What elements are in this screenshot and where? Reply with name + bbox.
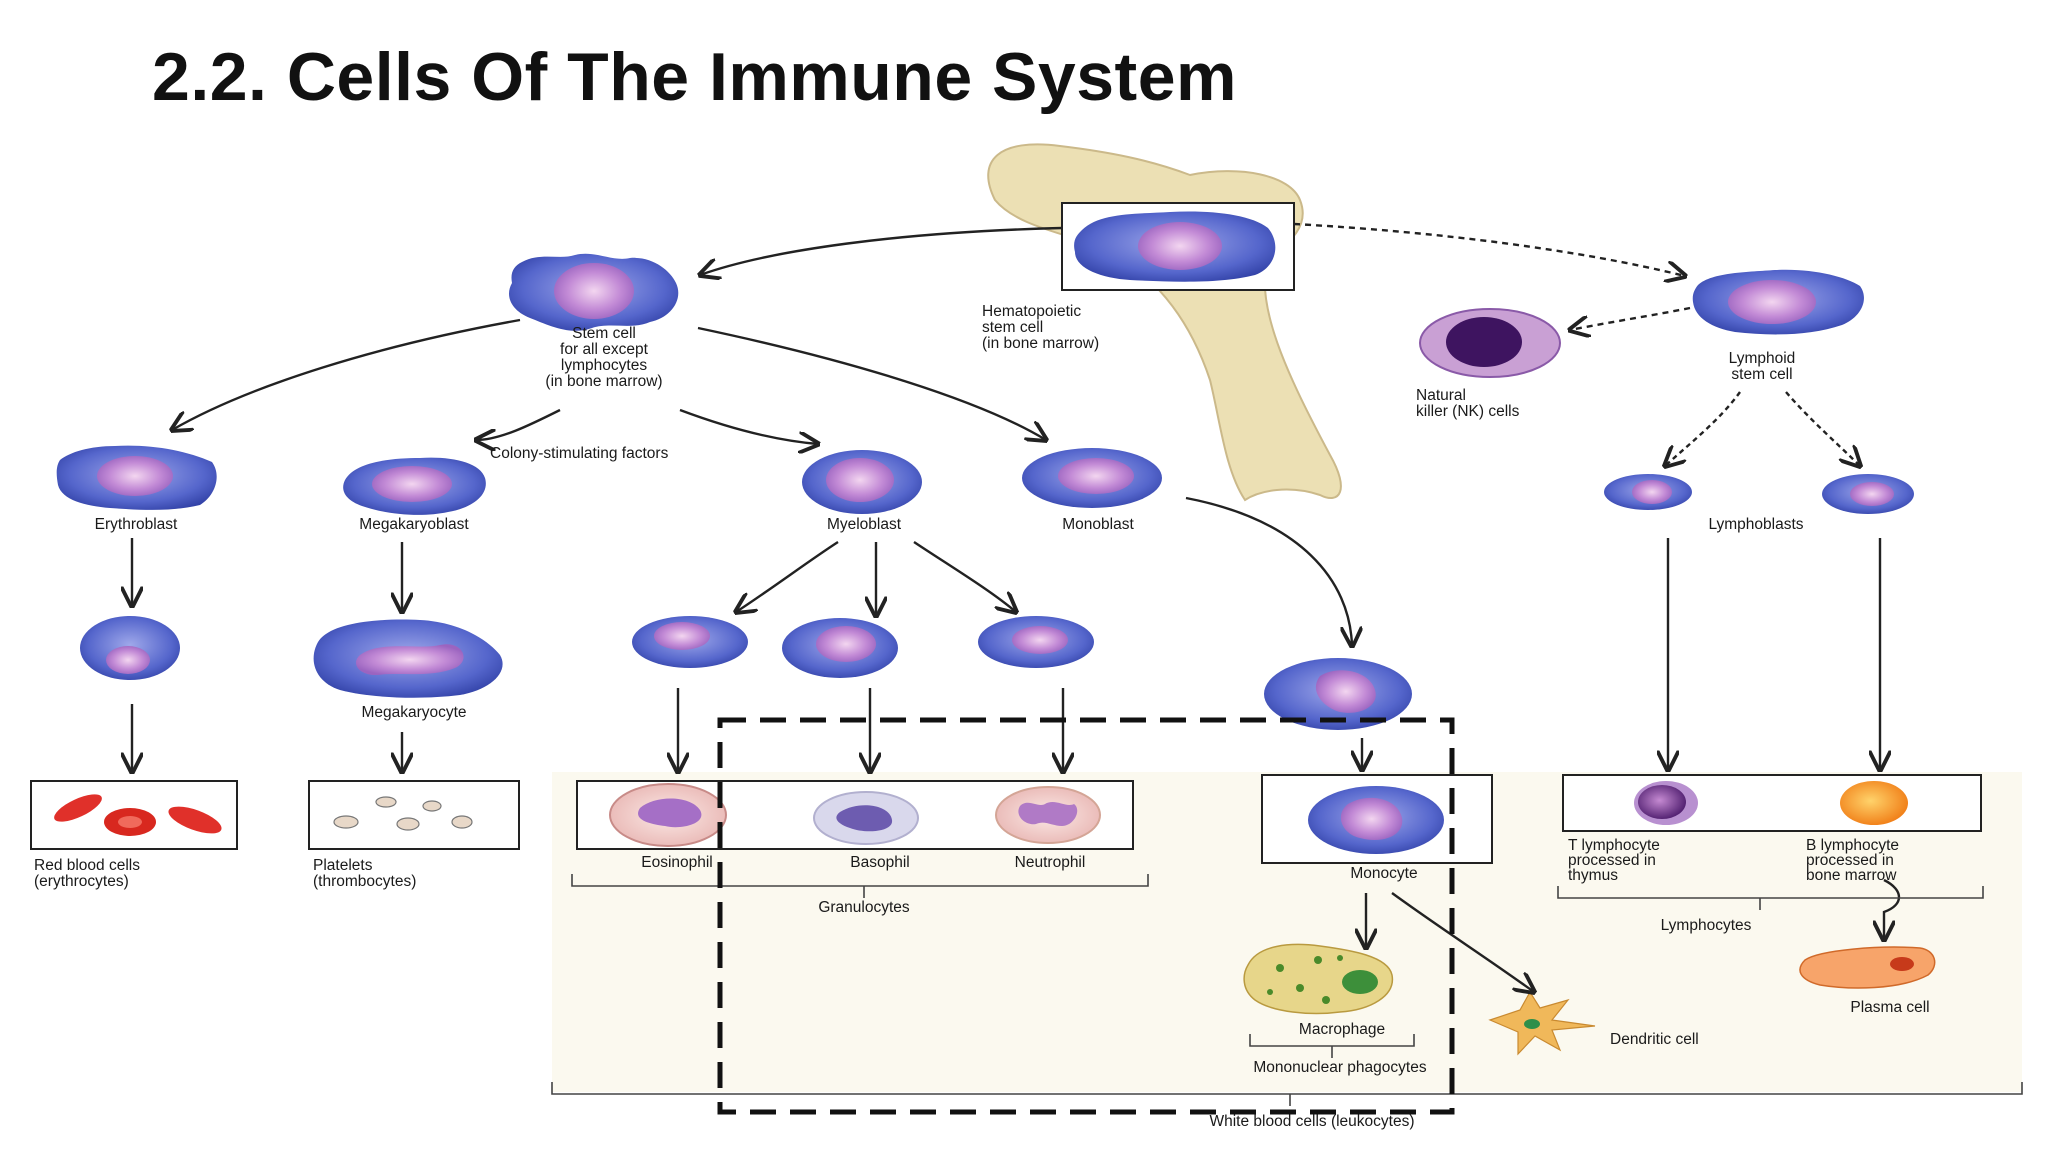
neutrophil-cell [995, 786, 1101, 844]
erythroblast-label: Erythroblast [95, 516, 178, 533]
myeloid-stem-cell [509, 253, 679, 331]
rbc-label: Red blood cells(erythrocytes) [34, 857, 140, 890]
monoblast-cell [1022, 448, 1162, 508]
lymphoblasts-label: Lymphoblasts [1708, 516, 1803, 533]
lymphoblast-left-cell [1604, 474, 1692, 510]
eosinophil-cell [609, 783, 727, 847]
eosinophil-precursor-cell [632, 616, 748, 668]
group-brackets [551, 874, 2023, 1106]
t-lymphocyte-cell [1634, 781, 1698, 825]
lymphocytes-label: Lymphocytes [1661, 917, 1752, 934]
promonocyte-cell [1264, 658, 1412, 730]
reticulocyte-cell [80, 616, 180, 680]
leukocytes-label: White blood cells (leukocytes) [1209, 1113, 1414, 1130]
basophil-label: Basophil [850, 854, 909, 871]
erythroblast-cell [56, 445, 217, 510]
monocyte-label: Monocyte [1350, 865, 1417, 882]
plasma-cell [1799, 946, 1936, 989]
platelets-box [308, 780, 520, 850]
nk-cell [1419, 308, 1561, 378]
megakaryocyte-label: Megakaryocyte [361, 704, 466, 721]
myeloblast-label: Myeloblast [827, 516, 902, 533]
macrophage-cell [1243, 943, 1394, 1015]
platelets-icon [333, 796, 473, 831]
monocyte-cell [1308, 786, 1444, 854]
basophil-precursor-cell [782, 618, 898, 678]
megakaryoblast-label: Megakaryoblast [359, 516, 469, 533]
monoblast-label: Monoblast [1062, 516, 1134, 533]
dendritic-cell-label: Dendritic cell [1610, 1031, 1699, 1048]
dashed-highlight-box [717, 717, 1455, 1115]
neutrophil-label: Neutrophil [1015, 854, 1086, 871]
myeloblast-cell [802, 450, 922, 514]
platelets-label: Platelets(thrombocytes) [313, 857, 416, 890]
b-lymphocyte-cell [1840, 781, 1908, 825]
granulocytes-label: Granulocytes [818, 899, 910, 916]
megakaryoblast-cell [343, 457, 486, 515]
eosinophil-label: Eosinophil [641, 854, 713, 871]
red-blood-cells-icon [54, 794, 222, 836]
lymphoblast-right-cell [1822, 474, 1914, 514]
macrophage-label: Macrophage [1299, 1021, 1385, 1038]
lymphocytes-box [1562, 774, 1982, 832]
basophil-cell [813, 791, 919, 845]
mononuclear-phagocytes-label: Mononuclear phagocytes [1253, 1059, 1426, 1076]
slide-title: 2.2. Cells Of The Immune System [152, 39, 1237, 115]
megakaryocyte-cell [313, 619, 503, 698]
lineage-arrows [132, 222, 1901, 992]
neutrophil-precursor-cell [978, 616, 1094, 668]
hematopoietic-stem-cell [1074, 211, 1276, 282]
csf-label: Colony-stimulating factors [490, 445, 669, 462]
lymphoid-stem-cell [1692, 269, 1864, 335]
plasma-cell-label: Plasma cell [1850, 999, 1929, 1016]
